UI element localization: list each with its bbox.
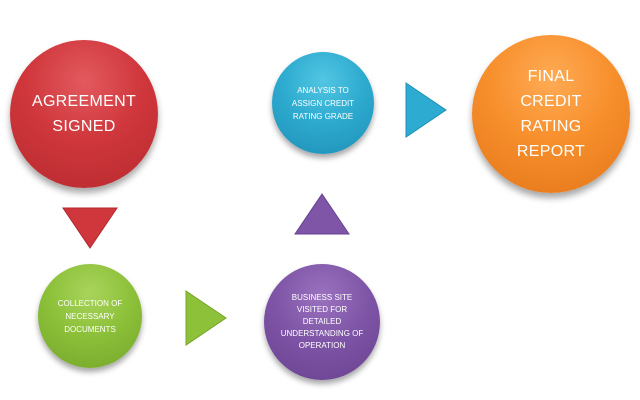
- arrow-right-blue: [404, 82, 448, 138]
- agreement-signed-node: AGREEMENT SIGNED: [10, 40, 158, 188]
- analysis-node: ANALYSIS TO ASSIGN CREDIT RATING GRADE: [272, 52, 374, 154]
- final-report-node: FINAL CREDIT RATING REPORT: [472, 35, 630, 193]
- arrow-up-purple: [294, 192, 350, 236]
- agreement-signed-label: AGREEMENT SIGNED: [31, 93, 137, 135]
- business-site-visit-node: BUSINESS SITE VISITED FOR DETAILED UNDER…: [264, 264, 380, 380]
- arrow-down-red: [62, 206, 118, 250]
- collection-documents-node: COLLECTION OF NECESSARY DOCUMENTS: [38, 264, 142, 368]
- collection-documents-label: COLLECTION OF NECESSARY DOCUMENTS: [57, 298, 123, 334]
- analysis-label: ANALYSIS TO ASSIGN CREDIT RATING GRADE: [291, 85, 355, 121]
- arrow-right-green: [184, 290, 228, 346]
- business-site-visit-label: BUSINESS SITE VISITED FOR DETAILED UNDER…: [280, 293, 364, 350]
- final-report-label: FINAL CREDIT RATING REPORT: [516, 68, 586, 160]
